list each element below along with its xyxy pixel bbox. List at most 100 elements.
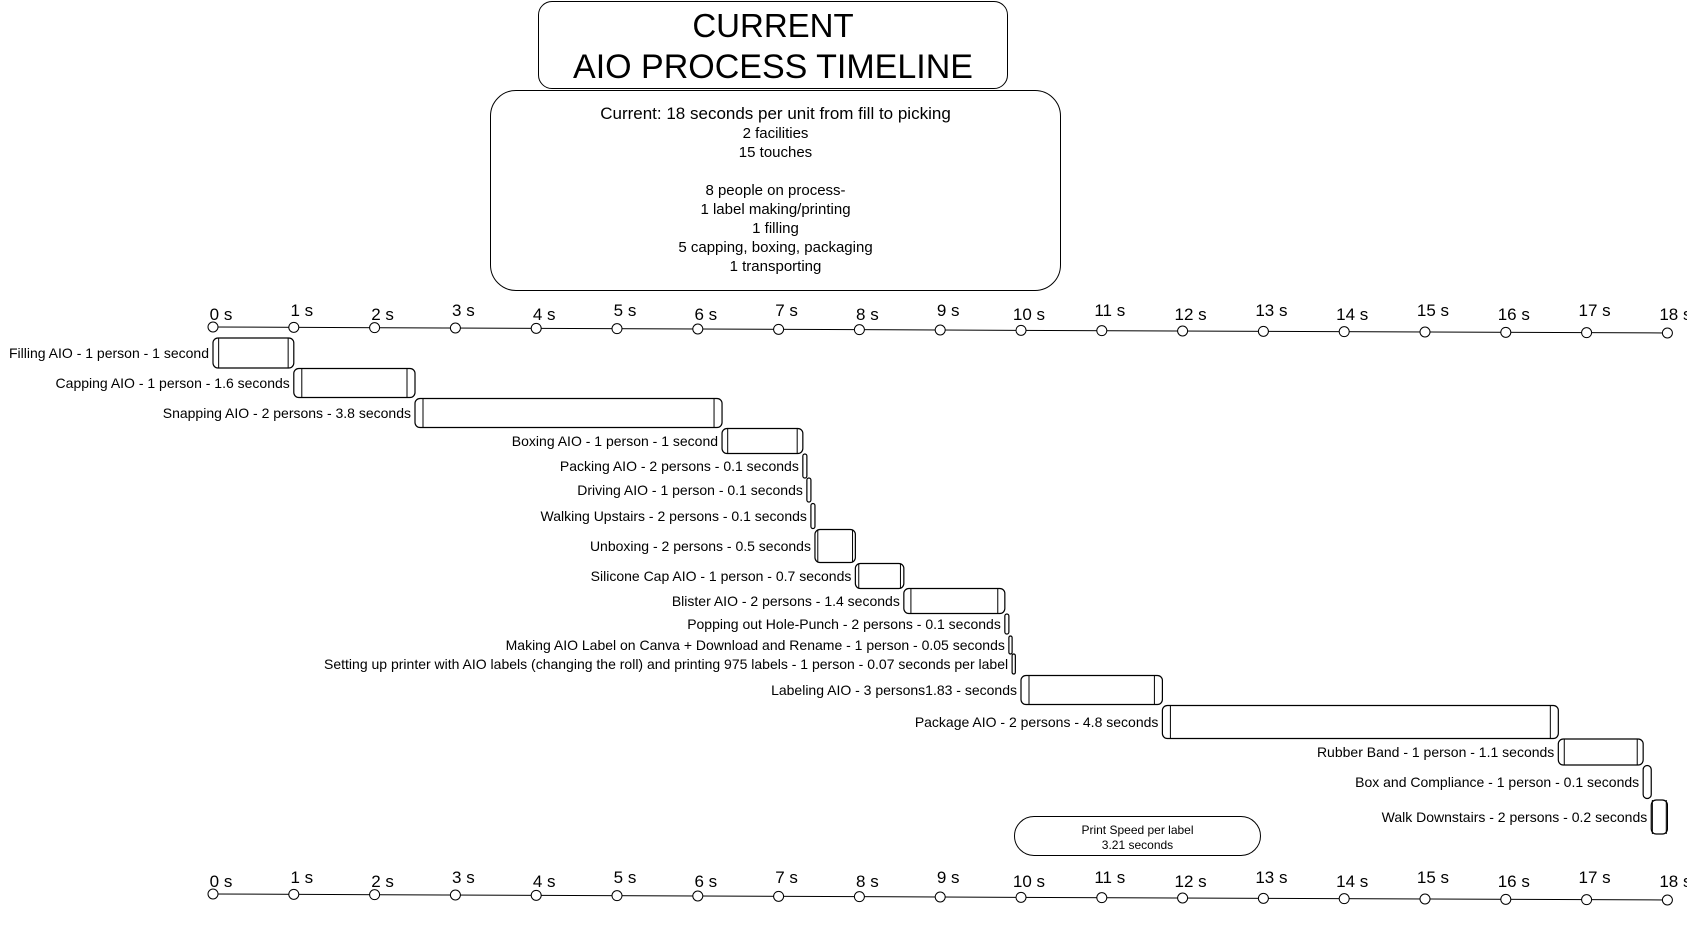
task-bar — [1650, 799, 1668, 835]
task-row: Rubber Band - 1 person - 1.1 seconds — [1317, 738, 1644, 766]
top-tick-label: 9 s — [937, 301, 960, 320]
task-label: Capping AIO - 1 person - 1.6 seconds — [56, 375, 290, 391]
top-tick-marker — [1338, 326, 1350, 338]
bottom-tick-marker — [530, 889, 542, 901]
task-row: Driving AIO - 1 person - 0.1 seconds — [577, 477, 812, 503]
task-bar — [414, 397, 723, 429]
bottom-tick-label: 6 s — [694, 872, 717, 891]
top-tick-marker — [1419, 326, 1431, 338]
bottom-tick-label: 5 s — [614, 868, 637, 887]
bottom-tick-marker — [207, 888, 219, 900]
bottom-tick-marker — [1096, 892, 1108, 904]
bottom-tick-label: 14 s — [1336, 872, 1368, 891]
bottom-tick-label: 13 s — [1255, 868, 1287, 887]
summary-headline: Current: 18 seconds per unit from fill t… — [600, 104, 951, 123]
bottom-tick-marker — [1500, 893, 1512, 905]
top-tick-label: 16 s — [1498, 305, 1530, 324]
task-label: Snapping AIO - 2 persons - 3.8 seconds — [163, 405, 411, 421]
task-label: Box and Compliance - 1 person - 0.1 seco… — [1355, 774, 1639, 790]
task-bar — [721, 427, 804, 455]
task-row: Boxing AIO - 1 person - 1 second — [512, 427, 804, 455]
task-label: Package AIO - 2 persons - 4.8 seconds — [915, 714, 1159, 730]
bottom-tick-label: 3 s — [452, 868, 475, 887]
task-row: Packing AIO - 2 persons - 0.1 seconds — [560, 453, 808, 479]
title-box: CURRENT AIO PROCESS TIMELINE — [538, 1, 1008, 89]
task-row: Filling AIO - 1 person - 1 second — [9, 337, 295, 369]
top-tick-marker — [1500, 326, 1512, 338]
note-line-2: 3.21 seconds — [1101, 838, 1174, 852]
task-bar — [1004, 613, 1010, 635]
bottom-tick-label: 7 s — [775, 868, 798, 887]
title-line-1: CURRENT — [692, 7, 854, 44]
top-tick-label: 18 s — [1659, 305, 1687, 324]
task-bar — [1008, 635, 1013, 655]
task-bar — [1642, 764, 1652, 800]
bottom-tick-label: 11 s — [1094, 868, 1125, 887]
top-tick-marker — [1015, 324, 1027, 336]
top-tick-label: 15 s — [1417, 301, 1449, 320]
summary-line — [491, 162, 1060, 181]
task-row: Package AIO - 2 persons - 4.8 seconds — [915, 704, 1559, 740]
task-row: Walk Downstairs - 2 persons - 0.2 second… — [1382, 799, 1668, 835]
bottom-tick-label: 4 s — [533, 872, 556, 891]
top-tick-marker — [1177, 325, 1189, 337]
task-label: Walking Upstairs - 2 persons - 0.1 secon… — [541, 508, 807, 524]
task-row: Box and Compliance - 1 person - 0.1 seco… — [1355, 764, 1652, 800]
top-tick-marker — [207, 321, 219, 333]
bottom-tick-marker — [1177, 892, 1189, 904]
bottom-tick-label: 10 s — [1013, 872, 1045, 891]
task-label: Blister AIO - 2 persons - 1.4 seconds — [672, 593, 900, 609]
task-label: Boxing AIO - 1 person - 1 second — [512, 433, 718, 449]
bottom-tick-marker — [692, 890, 704, 902]
summary-line: 5 capping, boxing, packaging — [678, 239, 873, 256]
task-label: Silicone Cap AIO - 1 person - 0.7 second… — [591, 568, 852, 584]
top-tick-marker — [611, 323, 623, 335]
bottom-tick-marker — [369, 889, 381, 901]
task-label: Walk Downstairs - 2 persons - 0.2 second… — [1382, 809, 1648, 825]
task-bar — [293, 367, 416, 399]
bottom-tick-marker — [1257, 892, 1269, 904]
bottom-tick-marker — [1338, 893, 1350, 905]
top-tick-label: 10 s — [1013, 305, 1045, 324]
task-bar — [806, 477, 812, 503]
top-tick-label: 6 s — [694, 305, 717, 324]
summary-box: Current: 18 seconds per unit from fill t… — [490, 90, 1061, 291]
bottom-tick-label: 12 s — [1175, 872, 1207, 891]
top-tick-marker — [853, 324, 865, 336]
task-row: Blister AIO - 2 persons - 1.4 seconds — [672, 587, 1006, 615]
bottom-tick-label: 0 s — [210, 872, 233, 891]
summary-line: 15 touches — [738, 144, 813, 161]
bottom-tick-marker — [1661, 894, 1673, 906]
task-row: Snapping AIO - 2 persons - 3.8 seconds — [163, 397, 723, 429]
summary-line: 1 label making/printing — [700, 201, 851, 218]
top-tick-label: 7 s — [775, 301, 798, 320]
top-tick-marker — [1581, 327, 1593, 339]
task-row: Silicone Cap AIO - 1 person - 0.7 second… — [591, 562, 905, 590]
top-tick-label: 14 s — [1336, 305, 1368, 324]
top-tick-label: 3 s — [452, 301, 475, 320]
bottom-tick-label: 18 s — [1659, 872, 1687, 891]
bottom-tick-marker — [1419, 893, 1431, 905]
task-label: Making AIO Label on Canva + Download and… — [506, 637, 1005, 653]
task-row: Making AIO Label on Canva + Download and… — [506, 635, 1013, 655]
top-tick-label: 8 s — [856, 305, 879, 324]
task-bar — [212, 337, 295, 369]
task-row: Walking Upstairs - 2 persons - 0.1 secon… — [541, 502, 816, 530]
task-bars: Filling AIO - 1 person - 1 secondCapping… — [9, 337, 1668, 835]
top-tick-label: 17 s — [1579, 301, 1611, 320]
bottom-tick-label: 16 s — [1498, 872, 1530, 891]
bottom-tick-label: 17 s — [1579, 868, 1611, 887]
bottom-tick-label: 15 s — [1417, 868, 1449, 887]
task-bar — [1161, 704, 1559, 740]
task-bar — [1557, 738, 1644, 766]
bottom-tick-marker — [449, 889, 461, 901]
task-bar — [814, 528, 856, 564]
top-tick-marker — [1661, 327, 1673, 339]
task-row: Capping AIO - 1 person - 1.6 seconds — [56, 367, 416, 399]
task-bar — [903, 587, 1006, 615]
top-tick-marker — [530, 322, 542, 334]
print-speed-note: Print Speed per label 3.21 seconds — [1014, 816, 1261, 856]
